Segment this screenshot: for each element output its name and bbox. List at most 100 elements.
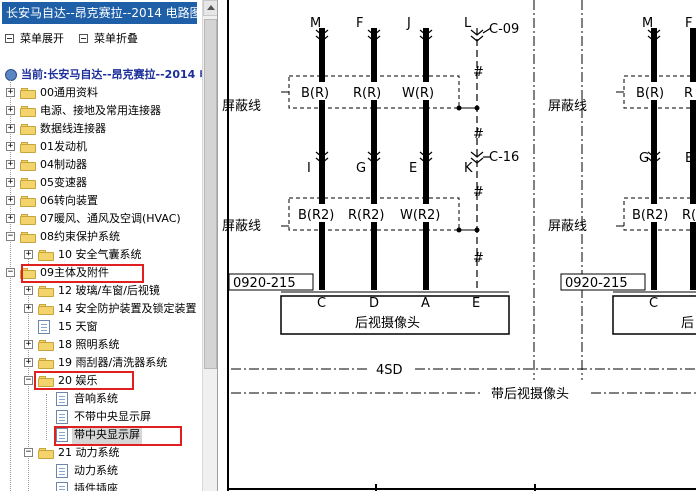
expand-toggle-icon[interactable]: + — [6, 159, 15, 169]
expand-toggle-icon[interactable]: + — [24, 303, 33, 313]
collapse-toggle-icon[interactable]: − — [24, 447, 33, 457]
expand-toggle-icon[interactable]: + — [6, 105, 15, 115]
tree-item-plug-socket[interactable]: 插件插座 — [42, 480, 202, 491]
tree-item-label: 04制动器 — [40, 158, 87, 171]
tree-item-label: 插件插座 — [74, 482, 118, 491]
wire-bundle — [319, 28, 478, 290]
expand-toggle-icon[interactable]: + — [24, 249, 33, 259]
expand-toggle-icon[interactable]: + — [24, 285, 33, 295]
tree-item-label: 20 娱乐 — [58, 374, 98, 387]
tree-scrollbar[interactable] — [202, 0, 217, 491]
folder-icon — [20, 213, 36, 225]
scroll-thumb[interactable] — [204, 19, 217, 369]
collapse-toggle-icon[interactable]: − — [6, 267, 15, 277]
tree-item-power-system[interactable]: 动力系统 — [42, 462, 202, 480]
tree-item-label: 00通用资料 — [40, 86, 98, 99]
tree-item-label: 09主体及附件 — [40, 266, 109, 279]
pin-label: A — [421, 296, 430, 311]
collapse-toggle-icon[interactable]: − — [6, 231, 15, 241]
connector-code: 0920-215 — [565, 276, 628, 291]
wire-color-label: W(R) — [402, 86, 434, 101]
tree-item-14[interactable]: + 14 安全防护装置及锁定装置 — [24, 300, 202, 318]
folder-icon — [38, 357, 54, 369]
document-icon — [56, 428, 68, 442]
wiring-diagram-panel: M F J L C-09 # # # # B(R) R(R) W(R) 屏蔽线 — [219, 0, 696, 491]
expand-toggle-icon[interactable]: + — [6, 177, 15, 187]
pin-label: J — [406, 16, 411, 31]
hash-mark: # — [473, 127, 484, 142]
expand-toggle-icon[interactable]: + — [6, 123, 15, 133]
pin-label: G — [639, 151, 649, 166]
tree-item-12[interactable]: + 12 玻璃/车窗/后视镜 — [24, 282, 202, 300]
tree-item-18[interactable]: + 18 照明系统 — [24, 336, 202, 354]
folder-open-icon — [38, 447, 54, 459]
tree-item-label: 音响系统 — [74, 392, 118, 405]
tree-line — [28, 286, 29, 491]
folder-icon — [20, 177, 36, 189]
tree-line — [10, 80, 11, 491]
folder-icon — [38, 285, 54, 297]
rear-camera: C D A E 后视摄像头 — [280, 291, 510, 335]
expand-toggle-icon[interactable]: + — [6, 213, 15, 223]
tree-item-10[interactable]: + 10 安全气囊系统 — [24, 246, 202, 264]
tree-item-power[interactable]: + 电源、接地及常用连接器 — [6, 102, 202, 120]
expand-toggle-icon[interactable]: + — [24, 357, 33, 367]
folder-icon — [20, 87, 36, 99]
camera-label: 后视摄像头 — [355, 316, 420, 331]
wiring-diagram: M F J L C-09 # # # # B(R) R(R) W(R) 屏蔽线 — [222, 0, 696, 491]
tree-item-08[interactable]: − 08约束保护系统 — [6, 228, 202, 246]
pin-label: F — [356, 16, 363, 31]
tree-item-01[interactable]: + 01发动机 — [6, 138, 202, 156]
tree-item-00[interactable]: + 00通用资料 — [6, 84, 202, 102]
collapse-toggle-icon[interactable]: − — [24, 375, 33, 385]
left-navigation-panel: 长安马自达--昂克赛拉--2014 电路图 菜单展开 菜单折叠 当前:长安马自达… — [0, 0, 218, 491]
tree-item-label: 10 安全气囊系统 — [58, 248, 142, 261]
4sd-label: 4SD — [376, 363, 403, 378]
tree-item-data-connector[interactable]: + 数据线连接器 — [6, 120, 202, 138]
menu-expand-button[interactable]: 菜单展开 — [5, 31, 64, 47]
tree-item-label: 动力系统 — [74, 464, 118, 477]
tree-item-label: 14 安全防护装置及锁定装置 — [58, 302, 197, 315]
tree-item-04[interactable]: + 04制动器 — [6, 156, 202, 174]
4sd-marker: 4SD — [231, 363, 696, 378]
tree-item-label: 05变速器 — [40, 176, 87, 189]
tree-root[interactable]: 当前:长安马自达--昂克赛拉--2014 电 — [4, 66, 202, 84]
tree-line — [46, 394, 47, 440]
menu-collapse-button[interactable]: 菜单折叠 — [79, 31, 138, 47]
tree-item-label: 不带中央显示屏 — [74, 410, 151, 423]
expand-toggle-icon[interactable]: + — [6, 195, 15, 205]
tree-item-21[interactable]: − 21 动力系统 — [24, 444, 202, 462]
wire-bundle-right: M F G E B(R) R 屏蔽线 B(R2) R( 屏蔽线 0920-215… — [548, 16, 696, 335]
connector-c16: C-16 I G E K — [307, 150, 519, 176]
expand-toggle-icon[interactable]: + — [6, 141, 15, 151]
connector-c09: M F J L C-09 — [310, 16, 519, 42]
document-icon — [56, 392, 68, 406]
wire-color-label: B(R2) — [632, 208, 668, 223]
pin-label: M — [642, 16, 653, 31]
pin-label: I — [307, 161, 311, 176]
menu-expand-label: 菜单展开 — [20, 32, 64, 45]
tree-view: 当前:长安马自达--昂克赛拉--2014 电 + 00通用资料 + 电源、接地及… — [0, 64, 202, 491]
tree-item-label: 数据线连接器 — [40, 122, 106, 135]
expand-toggle-icon[interactable]: + — [6, 87, 15, 97]
tree-item-audio[interactable]: 音响系统 — [42, 390, 202, 408]
wire-color-label: W(R2) — [400, 208, 440, 223]
scroll-up-arrow-icon[interactable] — [203, 0, 217, 16]
tree-item-no-center-display[interactable]: 不带中央显示屏 — [42, 408, 202, 426]
tree-item-07[interactable]: + 07暖风、通风及空调(HVAC) — [6, 210, 202, 228]
expand-toggle-icon[interactable]: + — [24, 339, 33, 349]
tree-item-19[interactable]: + 19 雨刮器/清洗器系统 — [24, 354, 202, 372]
folder-icon — [20, 105, 36, 117]
folder-icon — [20, 123, 36, 135]
tree-item-15[interactable]: 15 天窗 — [24, 318, 202, 336]
tree-item-05[interactable]: + 05变速器 — [6, 174, 202, 192]
folder-icon — [38, 249, 54, 261]
folder-open-icon — [38, 375, 54, 387]
tree-item-20[interactable]: − 20 娱乐 — [24, 372, 202, 390]
tree-item-label: 08约束保护系统 — [40, 230, 120, 243]
with-camera-label: 带后视摄像头 — [491, 387, 569, 402]
tree-item-09[interactable]: − 09主体及附件 — [6, 264, 202, 282]
tree-item-with-center-display[interactable]: 带中央显示屏 — [42, 426, 202, 444]
shield-label: 屏蔽线 — [222, 99, 261, 114]
tree-item-06[interactable]: + 06转向装置 — [6, 192, 202, 210]
